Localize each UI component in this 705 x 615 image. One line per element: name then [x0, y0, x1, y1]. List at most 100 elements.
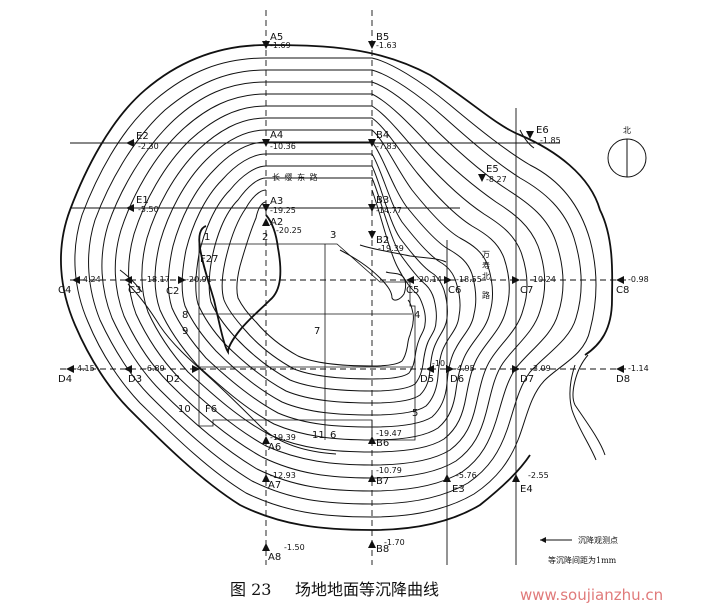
point-value-a2: -20.25	[276, 226, 302, 235]
point-value-c2: -20.91	[186, 275, 212, 284]
point-label-c4: C4	[58, 285, 71, 296]
mark-11: 11	[312, 430, 325, 441]
legend-point-label: 沉降观测点	[578, 535, 618, 545]
point-label-b7: B7	[376, 476, 389, 487]
point-value-d7: -3.09	[530, 364, 551, 373]
mark-7: 7	[314, 326, 320, 337]
point-value-b8: -1.70	[384, 538, 405, 547]
point-marker-b3	[368, 204, 376, 212]
legend: 沉降观测点 等沉降间距为1mm	[540, 535, 618, 565]
point-value-e2: -2.30	[138, 142, 159, 151]
point-value-c6: -18.55	[456, 275, 482, 284]
point-marker-b5	[368, 41, 376, 49]
point-value-b7: -10.79	[376, 466, 402, 475]
mark-8: 8	[182, 310, 188, 321]
point-label-c2: C2	[166, 286, 179, 297]
point-marker-d4	[66, 365, 74, 373]
point-marker-b6	[368, 436, 376, 444]
point-label-e2: E2	[136, 131, 149, 142]
point-value-b3: -14.77	[376, 206, 402, 215]
point-value-c7: -10.24	[530, 275, 556, 284]
point-value-b2: -19.39	[378, 244, 404, 253]
point-marker-c2	[178, 276, 186, 284]
mark-4: 4	[414, 310, 420, 321]
road-2-char-3: 北	[482, 272, 490, 281]
road-2-char-1: 万	[482, 250, 490, 259]
road-2-char-2: 寿	[482, 260, 490, 270]
point-marker-a3	[262, 204, 270, 212]
point-value-a6: -19.39	[270, 433, 296, 442]
point-value-d4: -4.15	[74, 364, 95, 373]
mark-f27: F27	[200, 254, 218, 265]
mark-2: 2	[262, 232, 268, 243]
point-value-b4: -7.83	[376, 142, 397, 151]
survey-lines	[60, 10, 630, 565]
observation-points: A5-1.69B5-1.63A4-10.36B4-7.83E2-2.30E6-1…	[58, 32, 649, 563]
point-label-b4: B4	[376, 130, 389, 141]
point-label-e4: E4	[520, 484, 533, 495]
point-label-c7: C7	[520, 285, 533, 296]
point-label-d5: D5	[420, 374, 434, 385]
mark-6: 6	[330, 430, 336, 441]
road-name-2: 万 寿 北 路	[482, 250, 490, 300]
point-marker-e4	[512, 474, 520, 482]
point-marker-a5	[262, 41, 270, 49]
point-label-b6: B6	[376, 438, 389, 449]
point-value-d3: -6.89	[144, 364, 165, 373]
point-value-e5: -8.27	[486, 175, 507, 184]
north-label: 北	[623, 126, 631, 135]
point-label-a7: A7	[268, 480, 281, 491]
point-marker-c3	[124, 276, 132, 284]
point-value-e4: -2.55	[528, 471, 549, 480]
point-marker-b2	[368, 231, 376, 239]
point-value-c5: -20.14	[416, 275, 442, 284]
building-outline	[198, 243, 416, 441]
point-value-c3: -18.17	[144, 275, 170, 284]
point-marker-e2	[126, 139, 134, 147]
point-marker-c7	[512, 276, 520, 284]
point-label-d8: D8	[616, 374, 630, 385]
point-label-d6: D6	[450, 374, 464, 385]
point-label-e6: E6	[536, 125, 549, 136]
point-value-a8: -1.50	[284, 543, 305, 552]
point-value-d8: -1.14	[628, 364, 649, 373]
point-label-a2: A2	[270, 217, 283, 228]
point-value-a4: -10.36	[270, 142, 296, 151]
point-marker-d3	[124, 365, 132, 373]
point-marker-c8	[616, 276, 624, 284]
mark-10: 10	[178, 404, 191, 415]
point-label-e1: E1	[136, 195, 149, 206]
point-marker-d8	[616, 365, 624, 373]
point-marker-d7	[512, 365, 520, 373]
caption-title: 场地地面等沉降曲线	[295, 580, 439, 599]
legend-interval-label: 等沉降间距为1mm	[548, 555, 617, 565]
point-marker-d5	[426, 365, 434, 373]
point-value-a5: -1.69	[270, 41, 291, 50]
road-2-char-4: 路	[482, 290, 490, 300]
mark-5: 5	[412, 408, 418, 419]
caption-number: 图 23	[230, 580, 271, 599]
point-marker-d2	[192, 365, 200, 373]
point-value-b5: -1.63	[376, 41, 397, 50]
point-label-d7: D7	[520, 374, 534, 385]
point-marker-e1	[126, 204, 134, 212]
point-label-e3: E3	[452, 484, 465, 495]
mark-3: 3	[330, 230, 336, 241]
point-label-a3: A3	[270, 196, 283, 207]
point-value-a7: -12.93	[270, 471, 296, 480]
point-label-a6: A6	[268, 442, 281, 453]
point-label-a5: A5	[270, 32, 283, 43]
point-value-c4: -4.24	[80, 275, 101, 284]
point-marker-c6	[444, 276, 452, 284]
point-marker-a2	[262, 218, 270, 226]
point-label-b2: B2	[376, 235, 389, 246]
point-value-d5: -10.	[432, 359, 448, 368]
point-marker-e5	[478, 174, 486, 182]
point-marker-b7	[368, 474, 376, 482]
point-label-d2: D2	[166, 374, 180, 385]
road-name-1: 长 缨 东 路	[272, 172, 319, 182]
point-label-b3: B3	[376, 195, 389, 206]
point-value-a3: -19.25	[270, 206, 296, 215]
